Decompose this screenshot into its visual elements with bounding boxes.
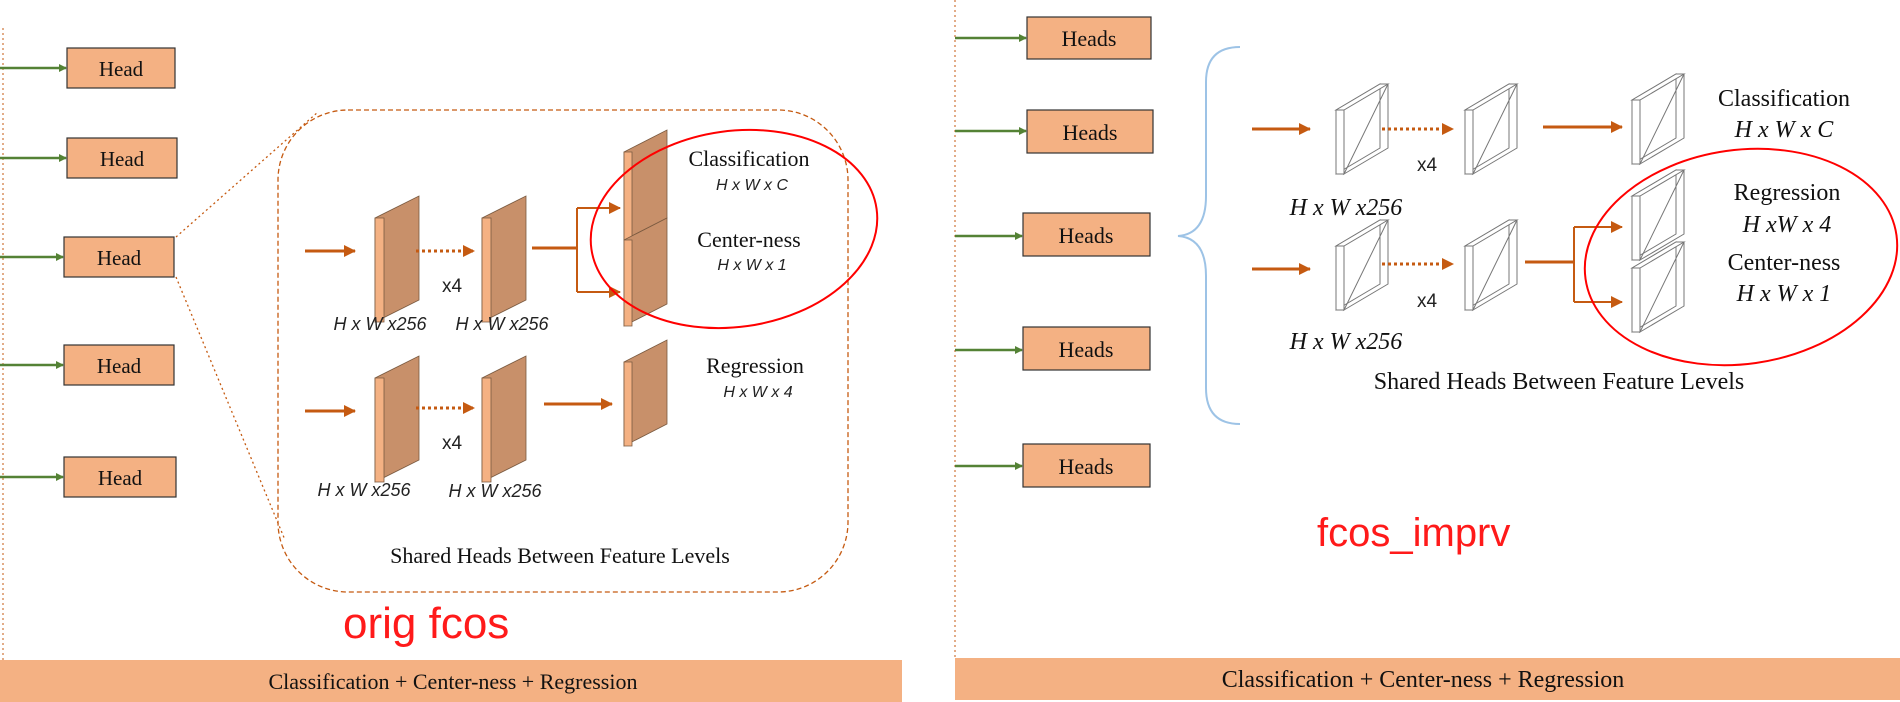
head-label: Head bbox=[97, 246, 142, 270]
head-box bbox=[66, 137, 178, 179]
shared-heads-caption: Shared Heads Between Feature Levels bbox=[390, 543, 730, 568]
feature-dims-label: H x W x256 bbox=[317, 480, 411, 500]
head-label: Heads bbox=[1062, 26, 1117, 51]
highlight-ellipse bbox=[589, 128, 879, 330]
centerness-dims: H x W x 1 bbox=[717, 257, 786, 274]
curly-brace bbox=[1177, 46, 1241, 425]
head-box bbox=[63, 344, 175, 386]
feature-map-block bbox=[1463, 219, 1519, 312]
bottom-output-bar bbox=[955, 658, 1900, 700]
shared-heads-caption: Shared Heads Between Feature Levels bbox=[1374, 369, 1745, 395]
feature-map-block bbox=[1463, 83, 1519, 176]
head-label: Heads bbox=[1063, 120, 1118, 145]
feature-dims-label: H x W x256 bbox=[333, 314, 427, 334]
feature-map-block bbox=[1334, 219, 1390, 312]
fcos-imprv-annotation: fcos_imprv bbox=[1317, 511, 1510, 555]
left-head-4: Head bbox=[0, 344, 175, 386]
regression-label: Regression bbox=[1734, 180, 1841, 206]
feature-dims-label: H x W x256 bbox=[455, 314, 549, 334]
output-map-block bbox=[1630, 73, 1686, 166]
output-map-block bbox=[623, 217, 668, 327]
feature-map-block bbox=[481, 355, 527, 483]
head-label: Head bbox=[98, 466, 143, 490]
head-box bbox=[1026, 109, 1154, 154]
centerness-dims: H x W x 1 bbox=[1736, 281, 1832, 307]
left-head-2: Head bbox=[0, 137, 178, 179]
feature-dims-label: H x W x256 bbox=[1289, 329, 1403, 355]
bottom-bar-label: Classification + Center-ness + Regressio… bbox=[269, 669, 638, 694]
repeat-label: x4 bbox=[442, 276, 463, 297]
feature-map-block bbox=[374, 355, 420, 483]
repeat-label: x4 bbox=[1417, 291, 1438, 312]
repeat-label: x4 bbox=[442, 433, 463, 454]
left-panel: Head Head Head Head Head bbox=[0, 28, 902, 702]
head-box bbox=[1022, 443, 1151, 488]
head-label: Heads bbox=[1059, 454, 1114, 479]
regression-dims: H x W x 4 bbox=[723, 384, 792, 401]
head-box bbox=[1022, 212, 1151, 257]
head-label: Heads bbox=[1059, 337, 1114, 362]
left-head-5: Head bbox=[0, 456, 177, 498]
head-box bbox=[63, 236, 175, 278]
bottom-output-bar bbox=[0, 660, 902, 702]
regression-label: Regression bbox=[706, 353, 804, 378]
right-heads-2: Heads bbox=[955, 109, 1154, 154]
head-label: Head bbox=[100, 147, 145, 171]
left-head-3: Head bbox=[0, 236, 175, 278]
right-heads-4: Heads bbox=[955, 326, 1151, 371]
feature-map-block bbox=[1334, 83, 1390, 176]
bottom-bar-label: Classification + Center-ness + Regressio… bbox=[1222, 667, 1625, 693]
output-map-block bbox=[1630, 241, 1686, 334]
output-map-block bbox=[623, 339, 668, 447]
orig-fcos-annotation: orig fcos bbox=[343, 599, 509, 648]
classification-dims: H x W x C bbox=[716, 177, 788, 194]
centerness-label: Center-ness bbox=[697, 227, 800, 252]
head-box bbox=[1022, 326, 1151, 371]
output-map-block bbox=[623, 129, 668, 241]
zoom-connector-top bbox=[175, 111, 319, 238]
regression-dims: H xW x 4 bbox=[1742, 212, 1832, 238]
head-label: Head bbox=[99, 57, 144, 81]
head-label: Heads bbox=[1059, 223, 1114, 248]
head-box bbox=[66, 47, 176, 89]
output-map-block bbox=[1630, 169, 1686, 262]
classification-label: Classification bbox=[1718, 86, 1850, 112]
head-box bbox=[1026, 16, 1152, 60]
feature-dims-label: H x W x256 bbox=[448, 481, 542, 501]
right-heads-3: Heads bbox=[955, 212, 1151, 257]
feature-dims-label: H x W x256 bbox=[1289, 195, 1403, 221]
highlight-ellipse bbox=[1583, 147, 1899, 367]
right-heads-1: Heads bbox=[955, 16, 1152, 60]
right-heads-5: Heads bbox=[955, 443, 1151, 488]
feature-map-block bbox=[374, 195, 420, 323]
head-label: Head bbox=[97, 354, 142, 378]
right-panel: Heads Heads Heads Heads Heads bbox=[954, 0, 1900, 700]
centerness-label: Center-ness bbox=[1728, 250, 1841, 276]
classification-label: Classification bbox=[689, 146, 810, 171]
left-head-1: Head bbox=[0, 47, 176, 89]
repeat-label: x4 bbox=[1417, 155, 1438, 176]
classification-dims: H x W x C bbox=[1734, 117, 1835, 143]
zoom-connector-bottom bbox=[175, 276, 286, 541]
head-box bbox=[63, 456, 177, 498]
feature-map-block bbox=[481, 195, 527, 323]
